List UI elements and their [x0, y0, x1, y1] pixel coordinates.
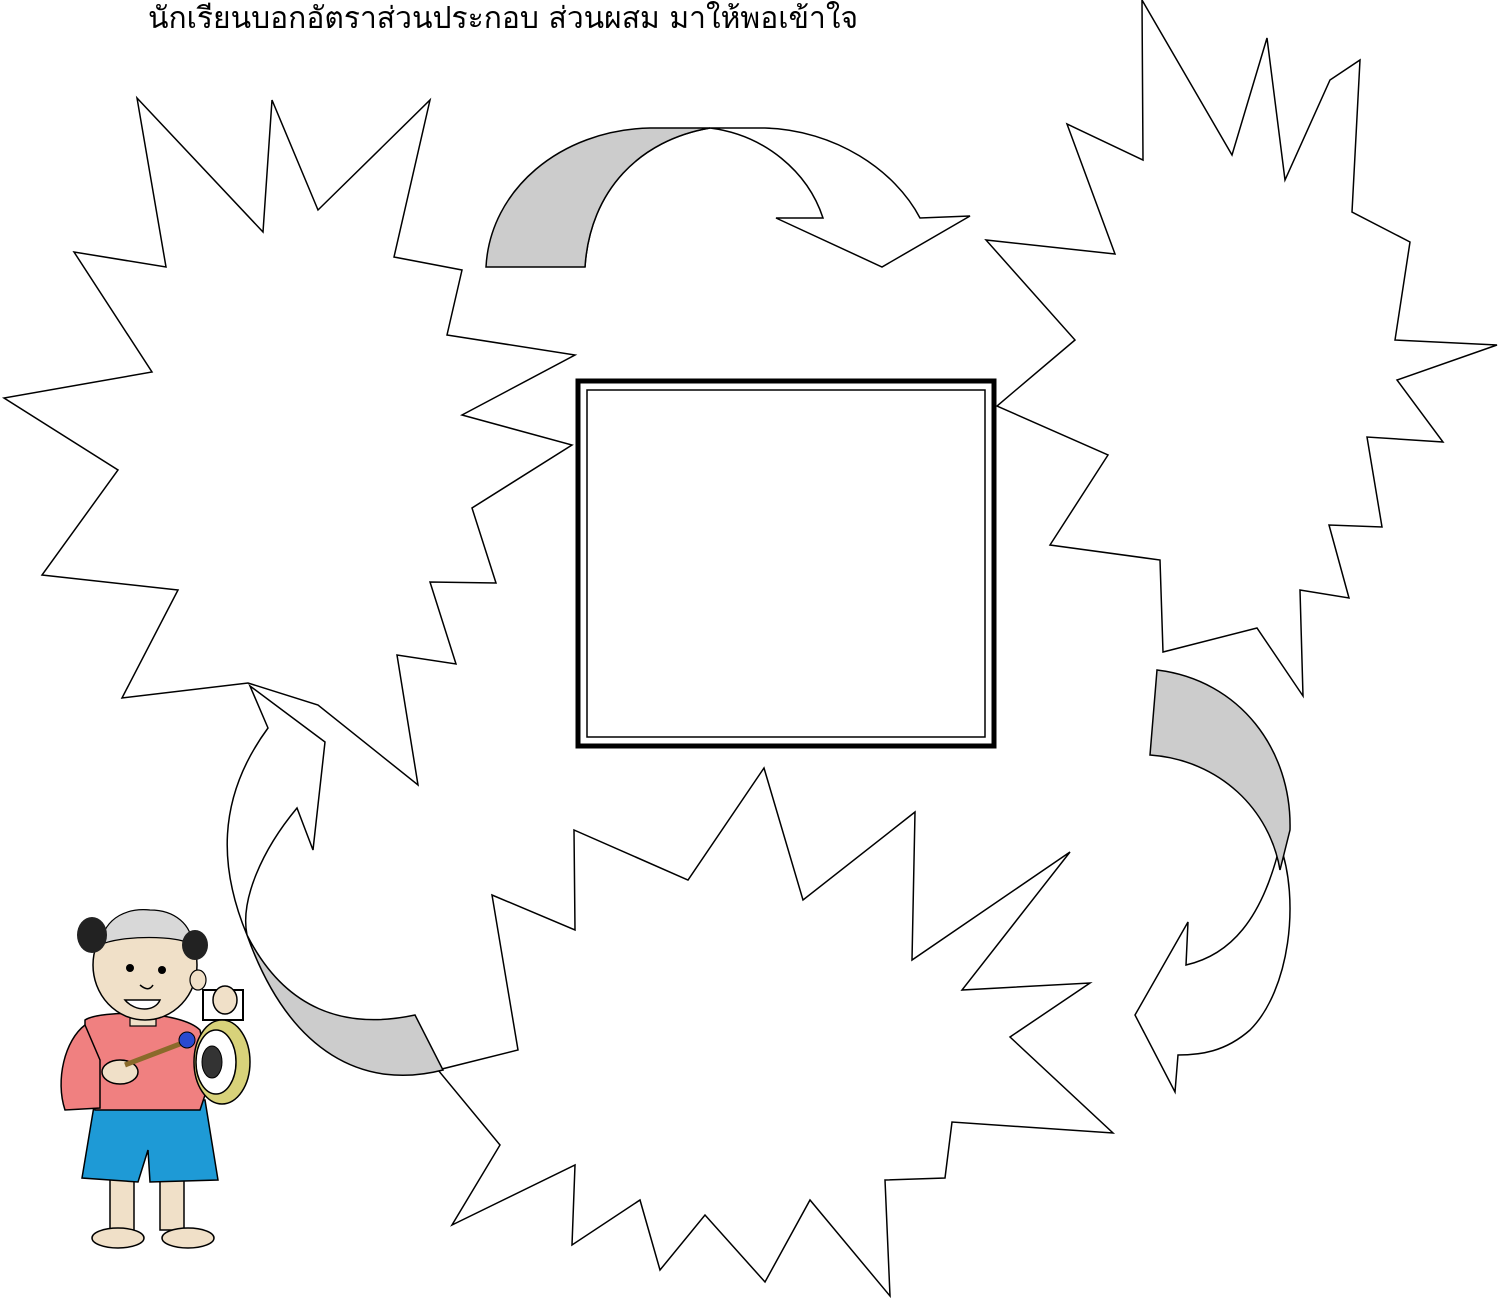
arrow-right: [1135, 670, 1290, 1092]
burst-bottom: [438, 768, 1113, 1296]
burst-right: [986, 0, 1497, 696]
burst-left: [4, 98, 575, 785]
child-with-gong-icon: [61, 910, 250, 1248]
center-box: [578, 381, 994, 746]
arrow-top: [486, 128, 970, 267]
